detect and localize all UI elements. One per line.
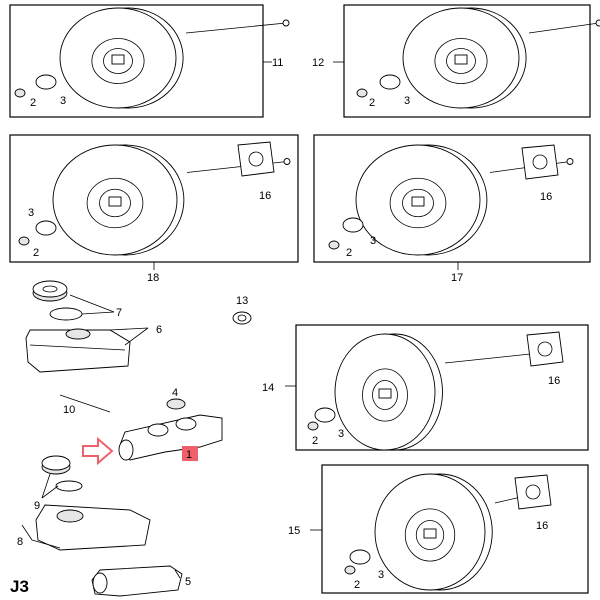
- selection-arrow: [82, 436, 114, 466]
- callout-2[interactable]: 2: [369, 97, 375, 109]
- callout-10[interactable]: 10: [63, 404, 75, 416]
- callout-2[interactable]: 2: [33, 247, 39, 259]
- reservoir-8: [35, 504, 151, 551]
- gasket-plate-16: [526, 331, 564, 367]
- seal-ring-3: [379, 74, 401, 90]
- callout-2[interactable]: 2: [312, 435, 318, 447]
- frame-booster-11: [9, 4, 264, 118]
- selected-part-badge[interactable]: [182, 446, 198, 461]
- callout-1[interactable]: 1: [186, 449, 192, 461]
- callout-4[interactable]: 4: [172, 387, 178, 399]
- callout-13[interactable]: 13: [236, 295, 248, 307]
- callout-16[interactable]: 16: [540, 191, 552, 203]
- seal-ring-3: [342, 217, 364, 233]
- leader-lines: [21, 61, 459, 579]
- diagram-code: J3: [10, 577, 29, 596]
- booster-17: [328, 144, 574, 256]
- callout-7[interactable]: 7: [116, 307, 122, 319]
- filter-2: [18, 236, 30, 246]
- callout-15[interactable]: 15: [288, 525, 300, 537]
- filter-2: [344, 565, 356, 575]
- gasket-plate-16: [237, 141, 275, 177]
- callout-3[interactable]: 3: [370, 235, 376, 247]
- booster-12: [356, 7, 600, 109]
- seal-ring-3: [349, 549, 371, 565]
- seal-13: [232, 311, 252, 325]
- filter-2: [14, 88, 26, 98]
- gasket-plate-16: [514, 474, 552, 510]
- booster-15: [344, 473, 552, 591]
- seal-ring-3: [314, 407, 336, 423]
- frame-booster-12: [343, 4, 591, 118]
- callout-16[interactable]: 16: [259, 190, 271, 202]
- callout-2[interactable]: 2: [354, 579, 360, 591]
- callout-3[interactable]: 3: [28, 207, 34, 219]
- master-cylinder-5: [91, 565, 183, 597]
- pin-10: [59, 394, 111, 413]
- callout-3[interactable]: 3: [60, 95, 66, 107]
- gasket-plate-16: [521, 144, 559, 180]
- seal-ring-3: [35, 74, 57, 90]
- callout-3[interactable]: 3: [378, 569, 384, 581]
- booster-18: [18, 141, 291, 256]
- callout-3[interactable]: 3: [338, 428, 344, 440]
- callout-6[interactable]: 6: [156, 324, 162, 336]
- callout-8[interactable]: 8: [17, 536, 23, 548]
- callout-12[interactable]: 12: [312, 57, 324, 69]
- callout-17[interactable]: 17: [451, 272, 463, 284]
- callout-14[interactable]: 14: [262, 382, 274, 394]
- frame-booster-14: [295, 324, 589, 451]
- booster-11: [14, 7, 290, 109]
- callout-3[interactable]: 3: [404, 95, 410, 107]
- master-cylinder-1: [118, 414, 223, 461]
- filter-2: [328, 240, 340, 250]
- filter-2: [307, 421, 319, 431]
- callout-2[interactable]: 2: [30, 97, 36, 109]
- callout-16[interactable]: 16: [548, 375, 560, 387]
- booster-14: [307, 331, 564, 451]
- booster-drawings: [14, 7, 600, 591]
- grommet-4: [166, 398, 186, 410]
- callout-16[interactable]: 16: [536, 520, 548, 532]
- callout-2[interactable]: 2: [346, 247, 352, 259]
- frame-booster-15: [321, 464, 589, 594]
- callout-18[interactable]: 18: [147, 272, 159, 284]
- filter-2: [356, 88, 368, 98]
- callout-11[interactable]: 11: [272, 57, 283, 69]
- seal-ring-3: [35, 220, 57, 236]
- reservoir-6: [25, 328, 131, 373]
- frame-booster-17: [313, 134, 591, 263]
- callout-5[interactable]: 5: [185, 576, 191, 588]
- reservoir-cap-7: [32, 280, 83, 321]
- callout-9[interactable]: 9: [34, 500, 40, 512]
- reservoir-cap-9: [41, 455, 83, 492]
